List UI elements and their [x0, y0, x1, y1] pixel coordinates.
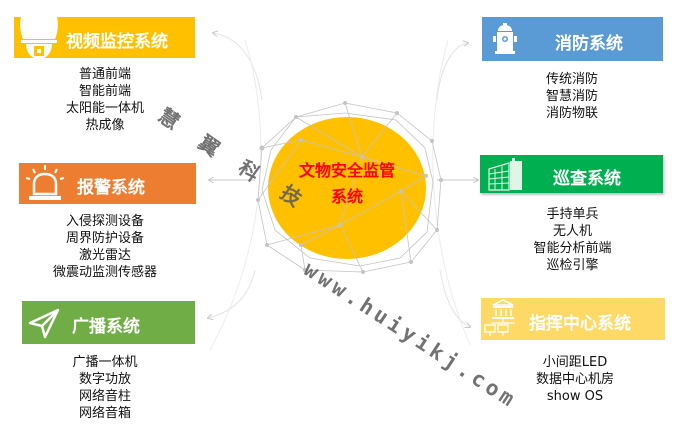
list-item: 巡检引擎	[546, 258, 599, 273]
list-item: 周界防护设备	[65, 231, 144, 246]
list-item: 网络音柱	[78, 389, 131, 404]
list-item: 手持单兵	[546, 207, 599, 222]
video-system-title: 视频监控系统	[66, 32, 168, 52]
patrol-system-header[interactable]: 巡查系统	[480, 155, 663, 193]
command-system-items: 小间距LED 数据中心机房 show OS	[520, 354, 630, 405]
fire-hydrant-icon	[490, 17, 520, 61]
list-item: 智慧消防	[545, 89, 598, 104]
dome-camera-icon	[16, 16, 62, 59]
center-title-line2: 系统	[330, 187, 363, 206]
list-item: 智能分析前端	[533, 241, 612, 256]
list-item: 消防物联	[545, 106, 598, 121]
patrol-system-items: 手持单兵 无人机 智能分析前端 巡检引擎	[515, 206, 630, 274]
list-item: show OS	[546, 389, 604, 404]
center-ellipse	[268, 117, 426, 259]
list-item: 激光雷达	[78, 248, 131, 263]
alarm-system-title: 报警系统	[77, 178, 145, 198]
list-item: 智能前端	[78, 84, 131, 99]
building-icon	[486, 155, 526, 193]
list-item: 无人机	[552, 224, 592, 239]
video-system-items: 普通前端 智能前端 太阳能一体机 热成像	[55, 66, 155, 134]
alarm-system-items: 入侵探测设备 周界防护设备 激光雷达 微震动监测传感器	[40, 213, 170, 281]
command-system-title: 指挥中心系统	[529, 314, 631, 334]
list-item: 热成像	[85, 118, 125, 133]
fire-system-header[interactable]: 消防系统	[482, 17, 663, 61]
patrol-system-title: 巡查系统	[553, 169, 621, 189]
fire-system-title: 消防系统	[555, 34, 623, 54]
list-item: 传统消防	[545, 72, 598, 87]
center-title-line1: 文物安全监管	[298, 161, 395, 180]
list-item: 小间距LED	[542, 355, 608, 370]
list-item: 入侵探测设备	[65, 214, 144, 229]
list-item: 太阳能一体机	[65, 101, 144, 116]
paper-plane-icon	[26, 301, 62, 344]
alarm-system-header[interactable]: 报警系统	[19, 163, 196, 204]
broadcast-system-title: 广播系统	[72, 317, 140, 337]
list-item: 微震动监测传感器	[52, 265, 157, 280]
list-item: 数据中心机房	[535, 372, 614, 387]
center-title: 文物安全监管 系统	[268, 158, 426, 210]
video-system-header[interactable]: 视频监控系统	[14, 16, 195, 59]
list-item: 网络音箱	[78, 406, 131, 421]
list-item: 普通前端	[78, 67, 131, 82]
broadcast-system-header[interactable]: 广播系统	[22, 301, 195, 344]
network-museum-icon	[483, 298, 523, 340]
list-item: 广播一体机	[72, 355, 138, 370]
broadcast-system-items: 广播一体机 数字功放 网络音柱 网络音箱	[55, 354, 155, 422]
alarm-beacon-icon	[23, 163, 67, 204]
list-item: 数字功放	[78, 372, 131, 387]
fire-system-items: 传统消防 智慧消防 消防物联	[522, 71, 622, 122]
command-system-header[interactable]: 指挥中心系统	[481, 298, 665, 340]
